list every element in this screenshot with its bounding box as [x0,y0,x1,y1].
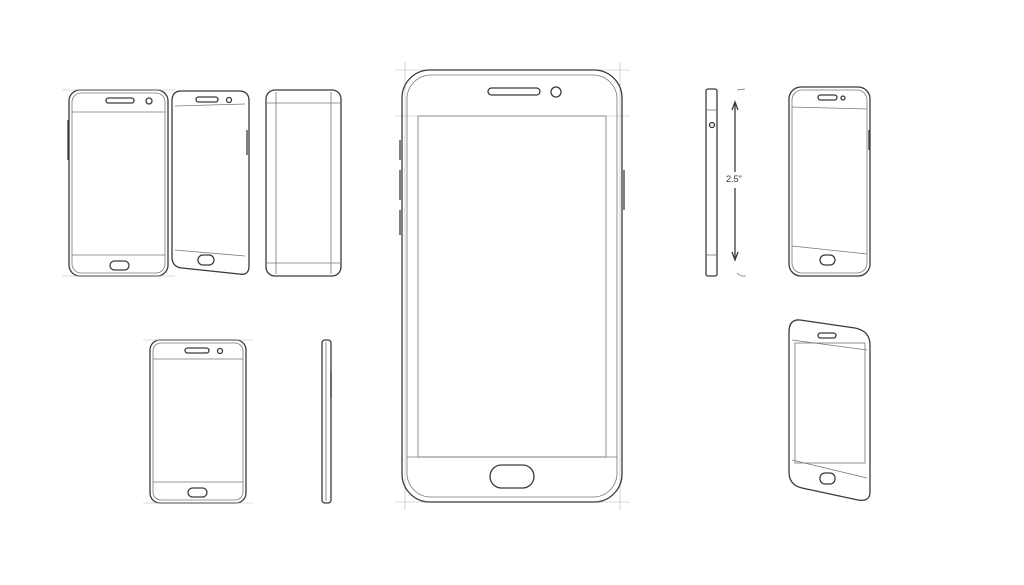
dimension-label: 2.5" [726,174,742,184]
phone-side-view [321,339,332,504]
phone-back-view [265,89,342,277]
phone-main-front-view [395,62,630,510]
phone-side-profile [705,88,718,277]
phone-front-view-lower [143,339,253,504]
phone-perspective-view [788,319,871,501]
dimension-arrow: 2.5" [726,88,747,277]
phone-angled-view [171,90,250,275]
phone-front-view-right [788,86,871,277]
phone-front-view-small [62,89,175,277]
